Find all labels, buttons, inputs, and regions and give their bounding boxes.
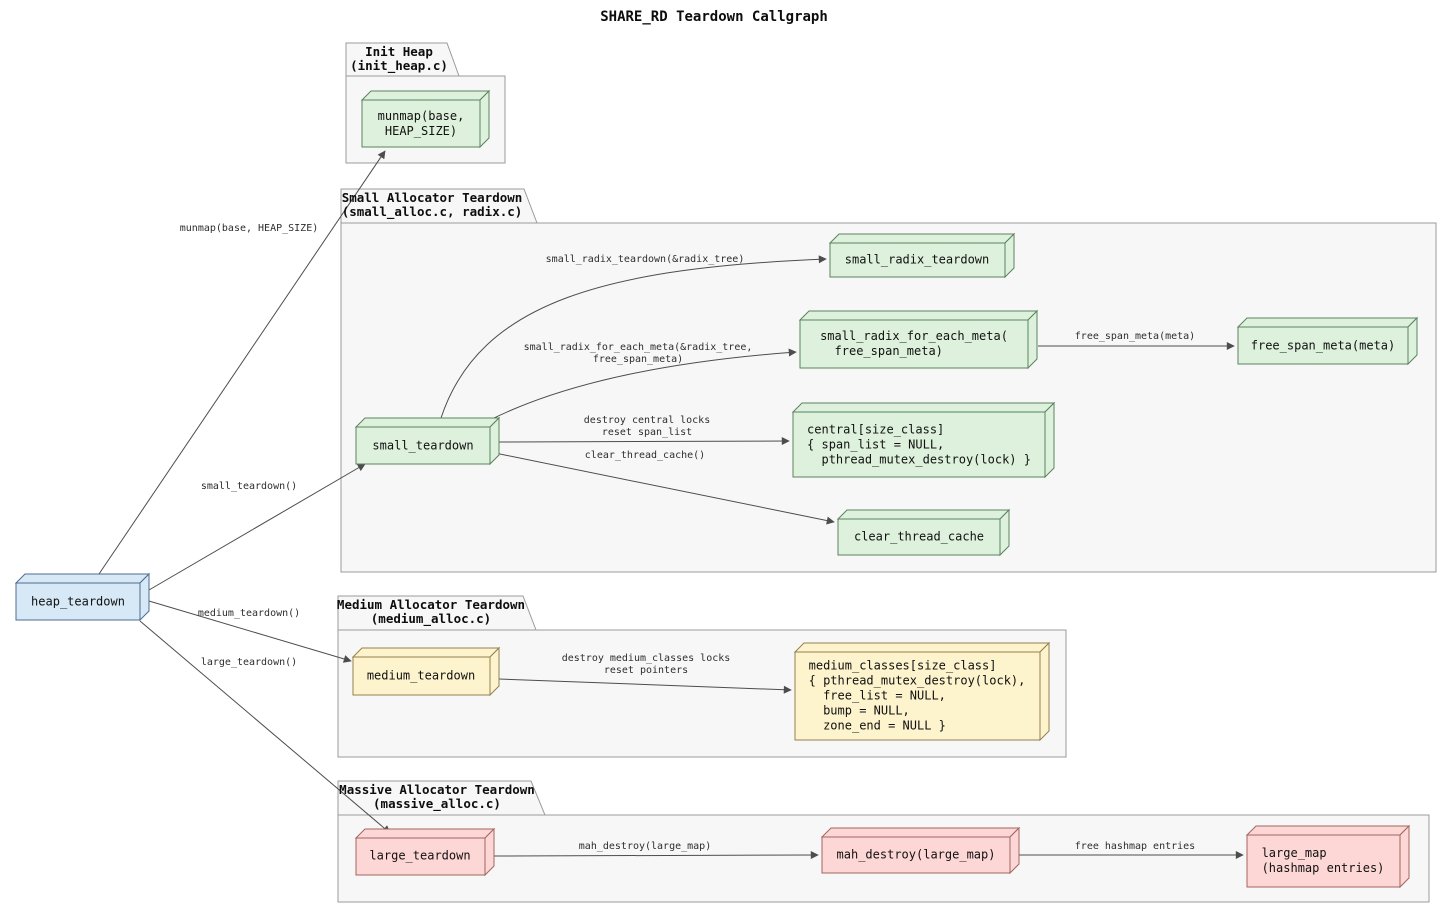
edge-label-heap-to-small: small_teardown() — [200, 481, 298, 492]
edge-label-large-to-mah-destroy: mah_destroy(large_map) — [578, 841, 712, 852]
node-heap-teardown-shape — [14, 572, 151, 622]
node-heap-teardown: heap_teardown — [31, 594, 125, 609]
node-free-span-meta: free_span_meta(meta) — [1250, 338, 1396, 353]
edge-small-to-central — [496, 437, 790, 446]
edge-heap-to-medium-teardown — [148, 600, 352, 663]
edge-label-small-to-for-each-meta: small_radix_for_each_meta(&radix_tree, f… — [523, 342, 753, 365]
edge-heap-to-small-teardown — [148, 463, 366, 591]
node-central-size-class: central[size_class] { span_list = NULL, … — [807, 422, 1031, 467]
node-clear-thread-cache: clear_thread_cache — [853, 529, 985, 544]
node-medium-classes-shape — [793, 641, 1051, 742]
edge-lines — [98, 150, 1244, 860]
edge-label-small-to-clear-cache: clear_thread_cache() — [584, 450, 706, 461]
cluster-label-massive-allocator: Massive Allocator Teardown (massive_allo… — [339, 782, 535, 811]
cluster-label-medium-allocator: Medium Allocator Teardown (medium_alloc.… — [336, 597, 526, 626]
node-small-teardown-shape — [354, 416, 501, 466]
node-mah-destroy: mah_destroy(large_map) — [836, 847, 996, 862]
edge-label-heap-to-medium: medium_teardown() — [197, 608, 301, 619]
node-central-size-class-shape — [791, 401, 1056, 479]
node-free-span-meta-shape — [1236, 316, 1419, 366]
node-large-map: large_map (hashmap entries) — [1261, 846, 1385, 875]
node-clear-thread-cache-shape — [836, 508, 1011, 557]
edge-small-to-for-each-meta — [489, 348, 797, 421]
edge-label-mah-to-large-map: free hashmap entries — [1074, 841, 1196, 852]
edge-small-to-radix-teardown — [440, 255, 827, 419]
edge-medium-to-classes — [498, 678, 792, 694]
cluster-label-init-heap: Init Heap (init_heap.c) — [350, 44, 448, 73]
cluster-label-small-allocator: Small Allocator Teardown (small_alloc.c,… — [341, 190, 523, 219]
edge-label-heap-to-large: large_teardown() — [200, 657, 298, 668]
edge-heap-to-large-teardown — [139, 620, 391, 834]
node-small-radix-teardown-shape — [828, 232, 1016, 279]
node-medium-teardown: medium_teardown — [366, 668, 476, 683]
edge-label-medium-to-classes: destroy medium_classes locks reset point… — [561, 653, 731, 676]
edge-large-to-mah-destroy — [493, 851, 819, 860]
edge-small-to-clear-cache — [494, 452, 835, 525]
node-munmap: munmap(base, HEAP_SIZE) — [377, 109, 465, 138]
node-large-teardown-shape — [354, 827, 496, 877]
node-mah-destroy-shape — [820, 826, 1021, 875]
edge-label-heap-to-munmap: munmap(base, HEAP_SIZE) — [179, 223, 319, 234]
node-medium-teardown-shape — [351, 646, 501, 697]
node-small-radix-for-each-meta-shape — [798, 309, 1039, 370]
diagram-title: SHARE_RD Teardown Callgraph — [600, 9, 828, 25]
edge-label-small-to-radix-teardown: small_radix_teardown(&radix_tree) — [545, 254, 745, 265]
edge-label-for-each-meta-to-free-span: free_span_meta(meta) — [1074, 331, 1196, 342]
edge-label-small-to-central: destroy central locks reset span_list — [583, 415, 711, 438]
node-large-map-shape — [1245, 824, 1411, 889]
node-small-radix-teardown: small_radix_teardown — [844, 252, 990, 267]
node-small-teardown: small_teardown — [372, 438, 474, 453]
node-medium-classes: medium_classes[size_class] { pthread_mut… — [808, 658, 1026, 733]
edge-heap-to-munmap — [98, 150, 386, 575]
node-small-radix-for-each-meta: small_radix_for_each_meta( free_span_met… — [820, 329, 1008, 358]
node-large-teardown: large_teardown — [369, 848, 471, 863]
node-munmap-shape — [360, 89, 491, 149]
